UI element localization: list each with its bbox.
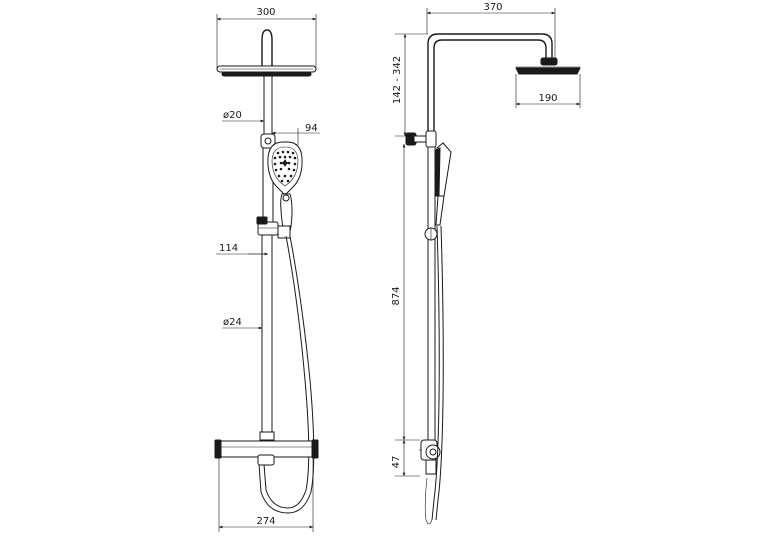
dimension-label-arm-length: 370	[483, 2, 502, 13]
side-rail	[427, 147, 436, 440]
dimension-pipe-upper: ø20	[222, 110, 265, 123]
rain-shower-head	[216, 65, 317, 77]
dimension-label-pipe-upper: ø20	[223, 110, 242, 121]
dimension-label-base-height: 47	[391, 456, 402, 469]
dimension-label-rail-height: 874	[391, 286, 402, 305]
side-hand-shower	[424, 142, 452, 241]
dimension-label-pipe-lower: ø24	[223, 317, 242, 328]
dimension-label-holder-offset: 114	[219, 243, 238, 254]
dimension-label-height-range: 142 - 342	[392, 56, 403, 104]
dimension-base-height: 47	[391, 439, 420, 477]
dimension-width-bottom: 274	[218, 458, 314, 532]
dimension-holder-offset: 114	[216, 243, 269, 256]
side-shower-arm	[427, 33, 553, 135]
dimension-label-width-bottom: 274	[256, 516, 275, 527]
side-mixer	[419, 439, 441, 475]
dimension-head-diameter: 190	[515, 74, 581, 108]
shower-arm	[261, 29, 273, 66]
dimension-rail-height: 874	[391, 143, 420, 441]
dimension-width-top: 300	[216, 7, 317, 70]
dimension-label-handshower-offset: 94	[305, 123, 318, 134]
side-hose	[424, 225, 444, 525]
side-rain-head	[515, 57, 581, 75]
shower-hose	[258, 235, 315, 514]
side-view: 370 142 - 342 190	[391, 2, 581, 525]
dimension-pipe-lower: ø24	[222, 317, 263, 330]
dimension-height-range: 142 - 342	[392, 33, 428, 137]
dimension-label-width-top: 300	[256, 7, 275, 18]
dimension-handshower-offset: 94	[271, 123, 320, 145]
dimension-arm-length: 370	[426, 2, 556, 60]
side-diverter-knob	[405, 130, 437, 148]
slide-holder	[256, 216, 291, 239]
thermostatic-mixer	[214, 439, 319, 466]
lower-rail	[259, 235, 275, 441]
diverter-knob	[260, 133, 276, 149]
spray-nozzles	[273, 150, 297, 183]
hand-shower	[267, 141, 303, 236]
dimension-label-head-diameter: 190	[538, 93, 557, 104]
front-view: 300 ø20 94	[214, 7, 320, 532]
